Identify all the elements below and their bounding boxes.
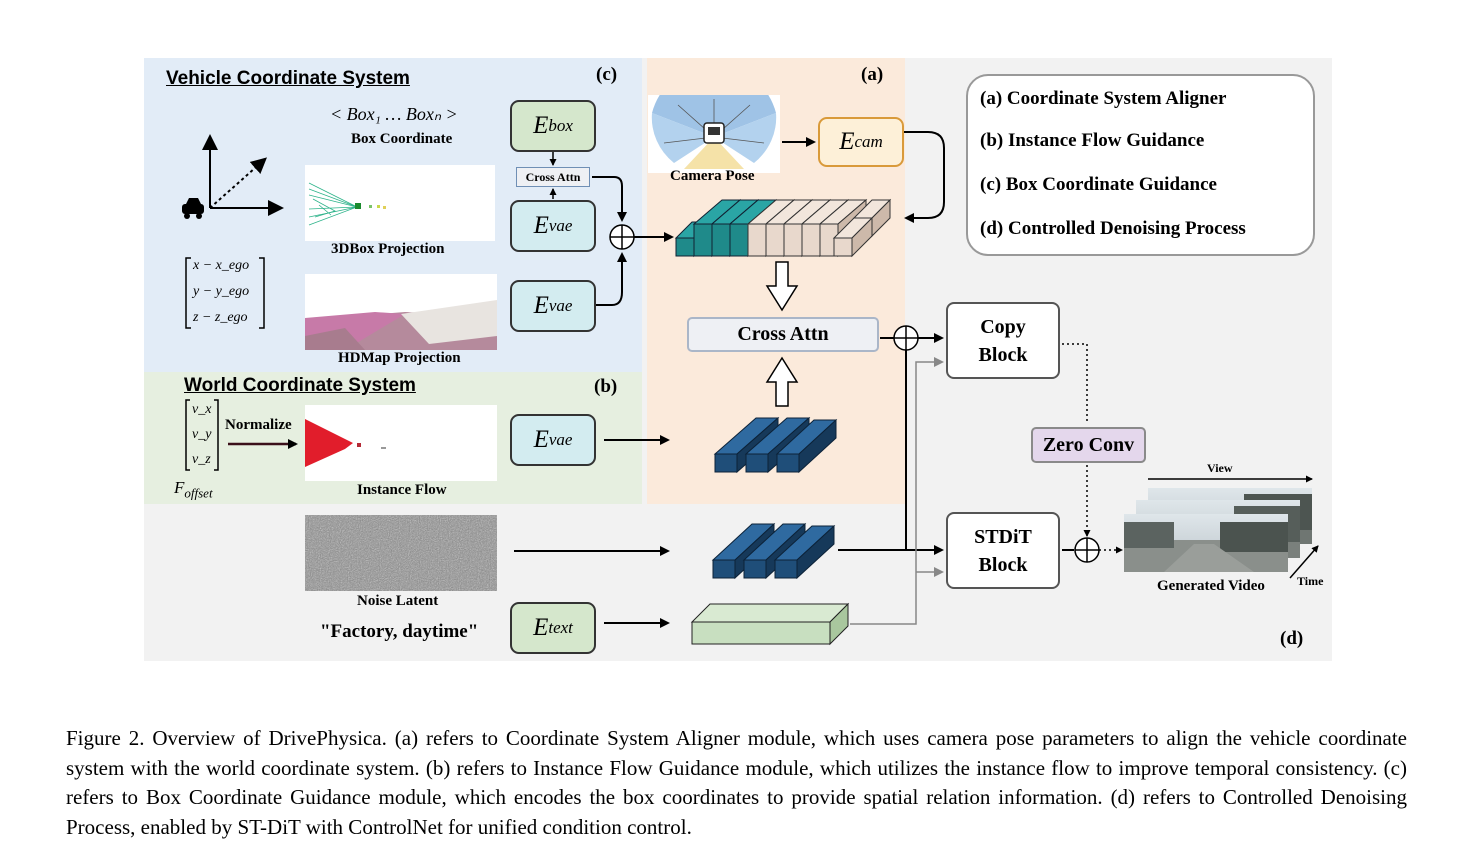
- vehicle-axes-diagram: [182, 134, 284, 219]
- velocity-x: v_x: [192, 402, 212, 417]
- figure-caption: Figure 2. Overview of DrivePhysica. (a) …: [66, 726, 1407, 839]
- generated-video-label: Generated Video: [1157, 578, 1265, 594]
- stdit-block: STDiT Block: [946, 512, 1060, 589]
- arrow-crossattn-to-sum: [592, 176, 627, 222]
- legend-item-a: (a) Coordinate System Aligner: [980, 88, 1227, 109]
- noise-feature-3: [773, 524, 836, 580]
- f-offset-sub: offset: [184, 485, 213, 501]
- vae-encoder-box3d-sub: vae: [548, 216, 573, 235]
- hdmap-projection-image: [305, 274, 497, 350]
- noise-latent-label: Noise Latent: [357, 593, 439, 609]
- vae-encoder-hdmap-base: E: [533, 292, 549, 319]
- box3d-projection-image: [305, 165, 495, 241]
- arrow-hdmap-to-sum: [596, 252, 627, 306]
- box3d-projection-label: 3DBox Projection: [331, 241, 445, 257]
- normalize-label: Normalize: [225, 417, 292, 433]
- ego-offset-z: z − z_ego: [193, 310, 248, 325]
- world-coordinate-system-title: World Coordinate System: [184, 375, 416, 396]
- box-encoder-base: E: [533, 112, 549, 139]
- camera-pose-image: [648, 95, 780, 173]
- vae-encoder-hdmap-sub: vae: [548, 296, 573, 315]
- text-prompt: "Factory, daytime": [320, 621, 479, 642]
- camera-encoder-base: E: [839, 128, 855, 155]
- beige-feature-6: [832, 198, 892, 258]
- flow-feature-stack: [713, 416, 838, 474]
- noise-latent-image: [305, 515, 497, 591]
- zero-conv-label: Zero Conv: [1042, 433, 1135, 456]
- stdit-block-label: STDiT Block: [974, 525, 1032, 576]
- vae-encoder-flow-sub: vae: [548, 430, 573, 449]
- legend-box: (a) Coordinate System Aligner (b) Instan…: [966, 74, 1315, 256]
- vehicle-coordinate-system-title: Vehicle Coordinate System: [166, 68, 410, 89]
- vae-encoder-flow-base: E: [533, 426, 549, 453]
- noise-feature-stack: [711, 522, 836, 580]
- text-encoder-sub: text: [548, 618, 573, 637]
- copy-block: Copy Block: [946, 302, 1060, 379]
- region-c-tag: (c): [596, 64, 618, 85]
- camera-pose-label: Camera Pose: [670, 168, 755, 184]
- camera-encoder-sub: cam: [854, 132, 883, 151]
- flow-feature-3: [775, 418, 838, 474]
- connections-layer: [228, 131, 1319, 646]
- copy-block-label: Copy Block: [978, 315, 1028, 366]
- instance-flow-label: Instance Flow: [357, 482, 447, 498]
- region-b-tag: (b): [594, 376, 618, 397]
- sum-node-c: [609, 224, 635, 250]
- sum-node-a: [893, 325, 919, 351]
- hdmap-projection-label: HDMap Projection: [338, 350, 461, 366]
- arrow-text-to-copy: [850, 357, 944, 625]
- ego-offset-x: x − x_ego: [193, 258, 250, 273]
- velocity-brackets: [185, 399, 219, 471]
- car-icon: [182, 198, 204, 219]
- cross-attn-label: Cross Attn: [737, 323, 829, 345]
- box-coordinate-label: Box Coordinate: [351, 131, 453, 147]
- vector-brackets: [185, 257, 265, 329]
- arrow-cam-encoder-to-features: [904, 131, 945, 223]
- hollow-arrow-down: [765, 261, 799, 312]
- velocity-z: v_z: [192, 452, 211, 467]
- sum-node-d: [1074, 537, 1100, 563]
- generated-video-frames: [1124, 488, 1312, 572]
- region-a-tag: (a): [861, 64, 884, 85]
- f-offset-label: Foffset: [174, 478, 213, 501]
- legend-item-c: (c) Box Coordinate Guidance: [980, 174, 1217, 195]
- combined-feature-stack: [674, 198, 892, 258]
- time-axis-arrow: [1289, 545, 1319, 579]
- region-d-tag: (d): [1280, 628, 1304, 649]
- vae-encoder-box3d-base: E: [533, 212, 549, 239]
- view-label: View: [1207, 461, 1233, 475]
- text-encoder-base: E: [533, 614, 549, 641]
- cross-attn-box: Cross Attn: [687, 317, 879, 352]
- time-label: Time: [1297, 574, 1324, 588]
- ego-offset-vector: x − x_ego y − y_ego z − z_ego: [184, 256, 266, 330]
- legend-item-b: (b) Instance Flow Guidance: [980, 130, 1205, 151]
- ego-offset-y: y − y_ego: [193, 284, 250, 299]
- dotted-copy-to-zeroconv: [1062, 343, 1088, 424]
- cross-attn-small-label: Cross Attn: [525, 169, 581, 184]
- cross-attn-small-box: Cross Attn: [516, 167, 590, 187]
- velocity-y: v_y: [192, 427, 212, 442]
- box-sequence: < Box₁ … Boxₙ >: [330, 104, 458, 124]
- hollow-arrow-up: [765, 356, 799, 407]
- text-feature-slab: [690, 602, 850, 646]
- legend-item-d: (d) Controlled Denoising Process: [980, 218, 1246, 239]
- zero-conv-box: Zero Conv: [1031, 427, 1146, 463]
- instance-flow-image: [305, 405, 497, 481]
- f-offset-base: F: [174, 478, 185, 497]
- box-encoder-sub: box: [548, 116, 573, 135]
- velocity-vector: v_x v_y v_z: [184, 398, 222, 472]
- video-frame-front: [1124, 514, 1288, 572]
